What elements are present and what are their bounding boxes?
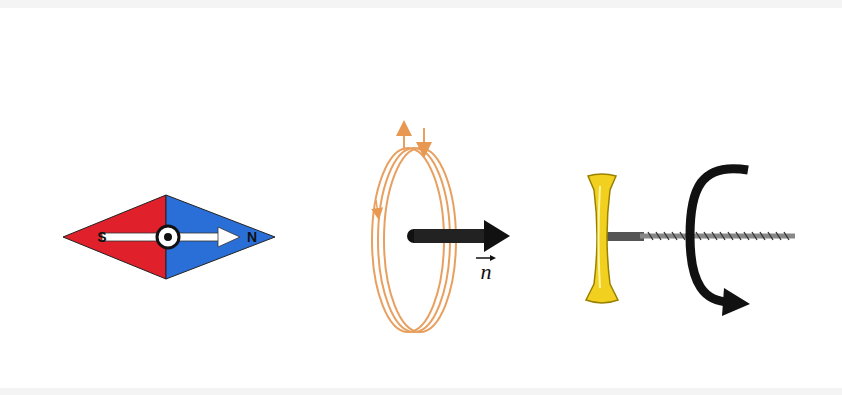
pole-label: N xyxy=(247,230,257,244)
normal-vector xyxy=(407,220,510,261)
needle-shape xyxy=(62,194,276,280)
rotation-arrow xyxy=(690,169,750,316)
pole-label: S xyxy=(97,230,106,244)
compass-needle: SN xyxy=(62,194,276,280)
vector-label: n xyxy=(481,261,492,283)
